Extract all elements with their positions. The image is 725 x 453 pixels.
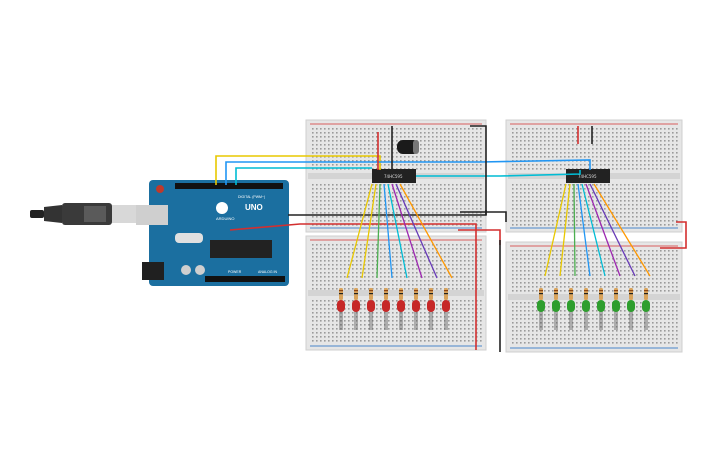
wire-right-led-4[interactable]	[577, 183, 591, 277]
arduino-model: UNO	[245, 203, 263, 212]
wire-left-led-7[interactable]	[395, 183, 438, 279]
wire-left-led-8[interactable]	[399, 183, 453, 279]
wire-link-black-1[interactable]	[460, 211, 507, 222]
wire-right-led-8[interactable]	[593, 183, 651, 277]
wire-link-black-2[interactable]	[470, 125, 487, 215]
led-left-6[interactable]	[412, 300, 420, 330]
led-left-7[interactable]	[427, 300, 435, 330]
led-left-4[interactable]	[382, 300, 390, 330]
led-right-8[interactable]	[642, 300, 650, 330]
resistor-right-8[interactable]	[644, 288, 648, 300]
wire-latch-blue[interactable]	[225, 159, 591, 185]
shift-register-chip-right[interactable]: 74HC595	[566, 169, 610, 183]
wire-left-led-2[interactable]	[361, 183, 377, 279]
resistor-right-6[interactable]	[614, 288, 618, 300]
led-right-7[interactable]	[627, 300, 635, 330]
resistor-left-7[interactable]	[429, 288, 433, 300]
wire-right-led-5[interactable]	[581, 183, 606, 277]
arduino-brand: ARDUINO	[216, 216, 234, 221]
led-left-1[interactable]	[337, 300, 345, 330]
led-right-3[interactable]	[567, 300, 575, 330]
led-right-1[interactable]	[537, 300, 545, 330]
led-left-8[interactable]	[442, 300, 450, 330]
breadboard-bottom-right[interactable]	[505, 241, 683, 353]
chip-label-left: 74HC595	[384, 174, 403, 179]
resistor-right-4[interactable]	[584, 288, 588, 300]
resistor-right-1[interactable]	[539, 288, 543, 300]
led-left-5[interactable]	[397, 300, 405, 330]
led-left-3[interactable]	[367, 300, 375, 330]
wire-left-led-3[interactable]	[376, 183, 381, 279]
wire-right-led-2[interactable]	[559, 183, 571, 277]
wire-left-led-4[interactable]	[383, 183, 393, 279]
breadboards	[305, 119, 683, 353]
wire-left-led-5[interactable]	[387, 183, 408, 279]
chip-label-right: 74HC595	[578, 174, 597, 179]
leds	[337, 288, 650, 330]
arduino-power-label: POWER	[228, 270, 242, 274]
resistor-left-8[interactable]	[444, 288, 448, 300]
wire-clock-cyan[interactable]	[235, 167, 372, 185]
usb-cable[interactable]	[30, 203, 152, 225]
resistor-left-6[interactable]	[414, 288, 418, 300]
wire-data-yellow[interactable]	[215, 155, 381, 185]
led-right-6[interactable]	[612, 300, 620, 330]
resistor-left-5[interactable]	[399, 288, 403, 300]
led-left-2[interactable]	[352, 300, 360, 330]
wire-left-led-1[interactable]	[346, 183, 373, 279]
resistor-left-4[interactable]	[384, 288, 388, 300]
resistor-left-3[interactable]	[369, 288, 373, 300]
wire-right-led-6[interactable]	[585, 183, 621, 277]
led-right-5[interactable]	[597, 300, 605, 330]
reset-button-icon[interactable]	[156, 185, 164, 193]
wire-cascade-cyan[interactable]	[416, 170, 581, 177]
resistor-right-7[interactable]	[629, 288, 633, 300]
resistor-left-2[interactable]	[354, 288, 358, 300]
arduino-analog-label: ANALOG IN	[258, 270, 278, 274]
wire-right-red[interactable]	[660, 221, 687, 249]
led-right-2[interactable]	[552, 300, 560, 330]
arduino-logo-icon	[216, 202, 228, 214]
resistor-right-5[interactable]	[599, 288, 603, 300]
capacitor[interactable]	[397, 140, 419, 154]
led-right-4[interactable]	[582, 300, 590, 330]
wire-right-led-7[interactable]	[589, 183, 636, 277]
wire-right-led-1[interactable]	[544, 183, 567, 277]
resistor-right-3[interactable]	[569, 288, 573, 300]
breadboard-bottom-left[interactable]	[305, 235, 487, 351]
resistor-left-1[interactable]	[339, 288, 343, 300]
wire-right-led-3[interactable]	[573, 183, 576, 277]
arduino-digital-label: DIGITAL (PWM~)	[238, 195, 265, 199]
wires	[215, 125, 687, 352]
arduino-uno-board[interactable]: ARDUINO UNO DIGITAL (PWM~) POWER ANALOG …	[136, 180, 289, 286]
wire-left-led-6[interactable]	[391, 183, 423, 279]
resistor-right-2[interactable]	[554, 288, 558, 300]
shift-register-chip-left[interactable]: 74HC595	[372, 169, 416, 183]
